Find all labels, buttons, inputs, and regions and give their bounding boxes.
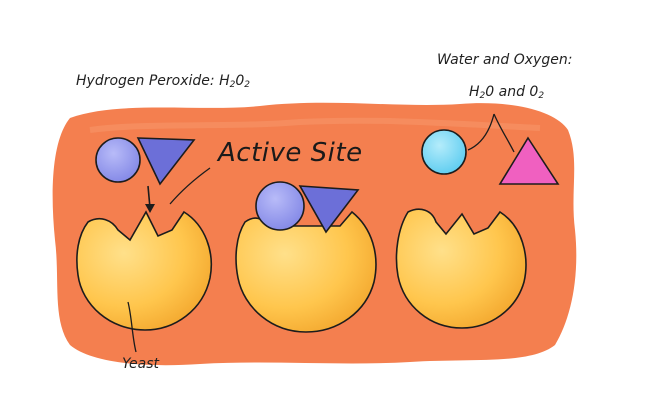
substrate-triangle-left <box>136 137 196 186</box>
active-site-leader <box>169 167 211 205</box>
enzyme-yeast-1 <box>76 210 212 331</box>
active-site-label: Active Site <box>218 138 363 168</box>
enzyme-yeast-3 <box>395 208 527 329</box>
products-formula-label: H20 and 02 <box>469 84 545 101</box>
products-title-label: Water and Oxygen: <box>437 52 573 68</box>
products-leader-water <box>467 113 495 151</box>
products-leader-oxygen <box>493 113 515 153</box>
enzyme-label-yeast: Yeast <box>122 356 159 372</box>
substrate-circle-bound <box>255 181 305 231</box>
substrate-label: Hydrogen Peroxide: H202 <box>76 73 250 90</box>
background-blob-texture <box>89 117 541 133</box>
binding-arrow-head <box>145 204 155 213</box>
water-molecule-circle <box>421 129 467 175</box>
substrate-triangle-bound <box>298 185 360 234</box>
oxygen-molecule-triangle <box>498 136 560 185</box>
yeast-leader <box>127 301 137 353</box>
substrate-circle-left <box>95 137 141 183</box>
